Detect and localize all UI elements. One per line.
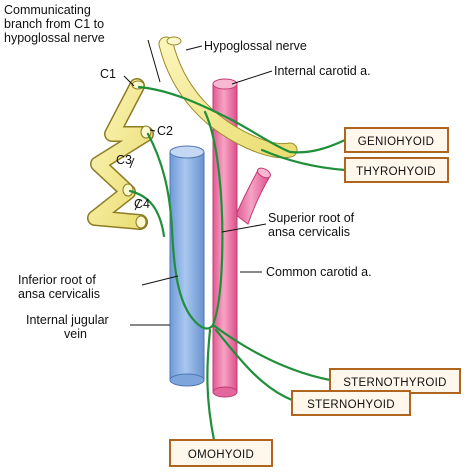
communicating-branch-line-1: Communicating bbox=[4, 3, 91, 17]
c3-label: C3 bbox=[116, 153, 132, 167]
inferior-root-line-1: Inferior root of bbox=[18, 273, 96, 287]
omohyoid-label: OMOHYOID bbox=[188, 449, 254, 461]
communicating-branch-line-3: hypoglossal nerve bbox=[4, 31, 105, 45]
thyrohyoid-label: THYROHYOID bbox=[356, 166, 436, 178]
sternothyroid-label: STERNOTHYROID bbox=[343, 377, 447, 389]
superior-root-line-2: ansa cervicalis bbox=[268, 225, 350, 239]
leader-lines bbox=[123, 39, 273, 326]
cervical-roots-shape bbox=[87, 78, 154, 230]
ansa-cervicalis-nerves bbox=[128, 85, 347, 442]
internal-jugular-line-1: Internal jugular bbox=[26, 313, 109, 327]
c4-label: C4 bbox=[134, 197, 150, 211]
hypoglossal-nerve-shape bbox=[158, 36, 298, 159]
superior-root-line-1: Superior root of bbox=[268, 211, 355, 225]
geniohyoid-label: GENIOHYOID bbox=[358, 136, 434, 148]
sternohyoid-box: STERNOHYOID bbox=[291, 390, 411, 416]
sternothyroid-box: STERNOTHYROID bbox=[329, 368, 461, 394]
c2-label: C2 bbox=[157, 124, 173, 138]
common-carotid-label: Common carotid a. bbox=[266, 265, 372, 279]
communicating-branch-line-2: branch from C1 to bbox=[4, 17, 104, 31]
geniohyoid-box: GENIOHYOID bbox=[344, 127, 449, 153]
sternohyoid-label: STERNOHYOID bbox=[307, 399, 395, 411]
omohyoid-box: OMOHYOID bbox=[169, 439, 273, 467]
superior-root-label: Superior root of ansa cervicalis bbox=[268, 211, 358, 239]
thyrohyoid-box: THYROHYOID bbox=[344, 157, 449, 183]
hypoglossal-nerve-label: Hypoglossal nerve bbox=[204, 39, 307, 53]
inferior-root-line-2: ansa cervicalis bbox=[18, 287, 100, 301]
internal-carotid-label: Internal carotid a. bbox=[274, 64, 371, 78]
communicating-branch-label: Communicating branch from C1 to hypoglos… bbox=[4, 3, 108, 45]
internal-jugular-line-2: vein bbox=[64, 327, 87, 341]
inferior-root-label: Inferior root of ansa cervicalis bbox=[18, 273, 100, 301]
c1-label: C1 bbox=[100, 67, 116, 81]
internal-jugular-label: Internal jugular vein bbox=[26, 313, 112, 341]
